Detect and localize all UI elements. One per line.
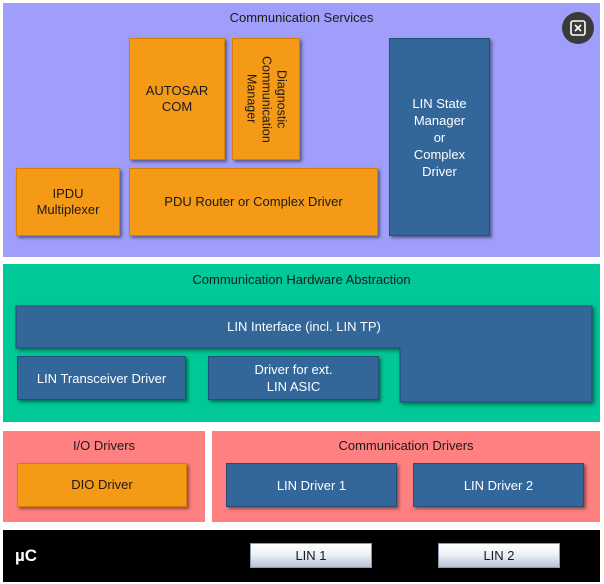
- driver-ext-line-2: LIN ASIC: [266, 379, 321, 394]
- lin-driver-2-label: LIN Driver 2: [463, 477, 534, 493]
- driver-ext-lin-asic-module: Driver for ext. LIN ASIC: [208, 356, 379, 400]
- dcm-label: Diagnostic Communication Manager: [244, 56, 289, 143]
- communication-services-title: Communication Services: [229, 10, 374, 25]
- dio-driver-module: DIO Driver: [17, 463, 187, 507]
- ipdu-line-2: Multiplexer: [36, 202, 100, 217]
- dcm-line-3: Manager: [244, 74, 259, 124]
- lin-transceiver-label: LIN Transceiver Driver: [36, 370, 167, 386]
- communication-hw-abstraction-title: Communication Hardware Abstraction: [192, 272, 411, 287]
- pdu-router-label: PDU Router or Complex Driver: [164, 194, 343, 209]
- lin-transceiver-driver-module: LIN Transceiver Driver: [17, 356, 186, 400]
- ipdu-line-1: IPDU: [52, 186, 84, 201]
- lin-2-pin: LIN 2: [438, 543, 560, 568]
- lin-sm-line-4: Complex: [413, 146, 466, 162]
- close-icon: [570, 20, 586, 36]
- dcm-line-2: Communication: [259, 55, 274, 143]
- autosar-com-line-2: COM: [161, 99, 193, 114]
- dcm-module: Diagnostic Communication Manager: [232, 38, 300, 160]
- lin-interface-shape: [15, 305, 593, 403]
- dcm-line-1: Diagnostic: [274, 69, 289, 129]
- lin-sm-line-5: Driver: [422, 163, 457, 179]
- lin-interface-outline: [15, 305, 593, 403]
- driver-ext-line-1: Driver for ext.: [254, 362, 333, 377]
- lin-interface-label: LIN Interface (incl. LIN TP): [227, 318, 381, 334]
- close-button[interactable]: [562, 12, 594, 44]
- lin-sm-line-1: LIN State: [412, 95, 467, 111]
- lin-1-pin: LIN 1: [250, 543, 372, 568]
- lin-sm-line-2: Manager: [413, 112, 466, 128]
- lin-driver-1-label: LIN Driver 1: [276, 477, 347, 493]
- lin-state-manager-module: LIN State Manager or Complex Driver: [389, 38, 490, 236]
- pdu-router-module: PDU Router or Complex Driver: [129, 168, 378, 236]
- dio-driver-label: DIO Driver: [71, 477, 133, 492]
- autosar-com-line-1: AUTOSAR: [145, 83, 209, 98]
- microcontroller-label: µC: [15, 546, 38, 565]
- communication-drivers-title: Communication Drivers: [338, 438, 474, 453]
- lin-driver-2-module: LIN Driver 2: [413, 463, 584, 507]
- lin-sm-line-3: or: [433, 129, 446, 145]
- io-drivers-title: I/O Drivers: [72, 438, 136, 453]
- autosar-com-module: AUTOSAR COM: [129, 38, 225, 160]
- lin-driver-1-module: LIN Driver 1: [226, 463, 397, 507]
- ipdu-multiplexer-module: IPDU Multiplexer: [16, 168, 120, 236]
